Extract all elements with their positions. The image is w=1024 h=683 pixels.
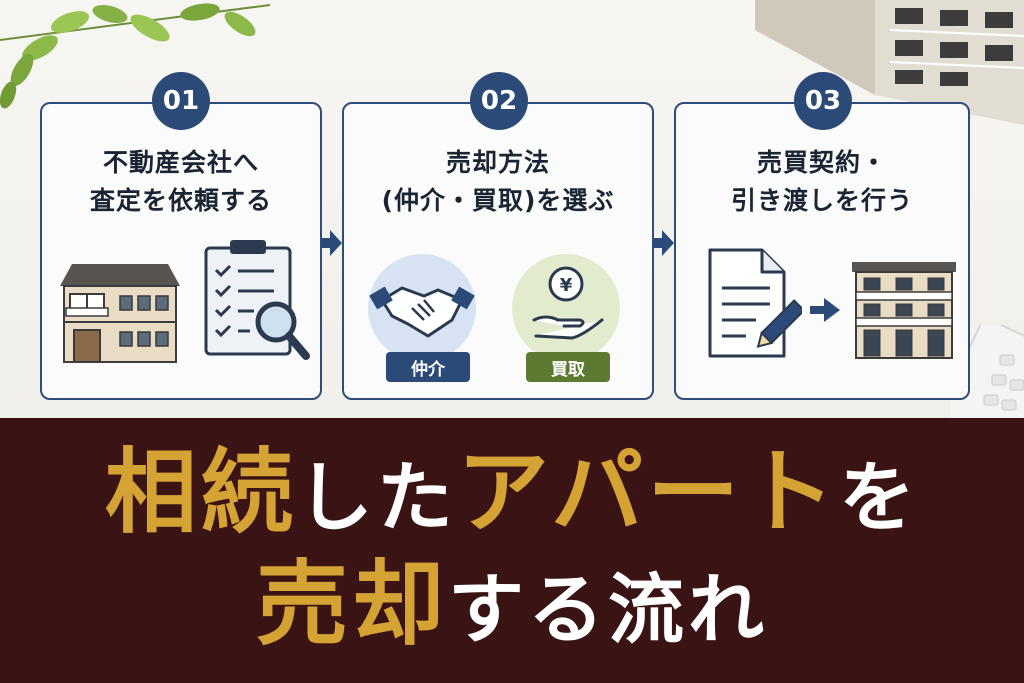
yen-hand-icon: ¥	[512, 254, 620, 362]
step-3-title-line1: 売買契約・	[756, 148, 887, 177]
headline-word-sale: 売却	[255, 551, 448, 658]
step-2-card: 売却方法 (仲介・買取)を選ぶ ¥ 仲介 買取	[342, 102, 654, 400]
model-building-decoration	[755, 0, 1024, 125]
headline-word-particle: を	[839, 453, 920, 542]
checklist-magnifier-icon	[204, 240, 310, 360]
headline-word-did: した	[296, 453, 457, 542]
handshake-icon	[368, 254, 476, 362]
arrow-right-icon	[654, 230, 674, 256]
step-2-title-line1: 売却方法	[445, 148, 550, 177]
step-2-title-line2: (仲介・買取)を選ぶ	[381, 186, 615, 215]
headline-line-2: 売却する流れ	[0, 550, 1024, 665]
headline-word-flow: する流れ	[448, 565, 768, 654]
step-1-card: 不動産会社へ 査定を依頼する	[40, 102, 322, 400]
step-1-title-line2: 査定を依頼する	[89, 186, 272, 215]
contract-pen-icon	[708, 248, 802, 358]
arrow-right-icon	[810, 298, 840, 322]
step-1-title-line1: 不動産会社へ	[102, 148, 259, 177]
step-3-card: 売買契約・ 引き渡しを行う	[674, 102, 970, 400]
step-3-badge: 03	[794, 72, 852, 130]
apartment-building-icon	[852, 262, 956, 359]
step-2-title: 売却方法 (仲介・買取)を選ぶ	[344, 144, 652, 220]
headline-word-apartment: アパート	[456, 439, 840, 546]
step-2-badge: 02	[470, 72, 528, 130]
option-purchase-label: 買取	[526, 352, 610, 382]
plant-leaves-decoration	[0, 3, 271, 109]
option-brokerage-label: 仲介	[386, 352, 470, 382]
step-3-title: 売買契約・ 引き渡しを行う	[676, 144, 968, 220]
headline-banner	[0, 418, 1024, 683]
step-3-title-line2: 引き渡しを行う	[730, 186, 913, 215]
arrow-right-icon	[322, 230, 342, 256]
house-icon	[60, 264, 180, 363]
step-1-title: 不動産会社へ 査定を依頼する	[42, 144, 320, 220]
headline-word-inherited: 相続	[104, 439, 297, 546]
step-1-badge: 01	[152, 72, 210, 130]
svg-text:¥: ¥	[560, 275, 573, 296]
headline-line-1: 相続したアパートを	[0, 438, 1024, 553]
